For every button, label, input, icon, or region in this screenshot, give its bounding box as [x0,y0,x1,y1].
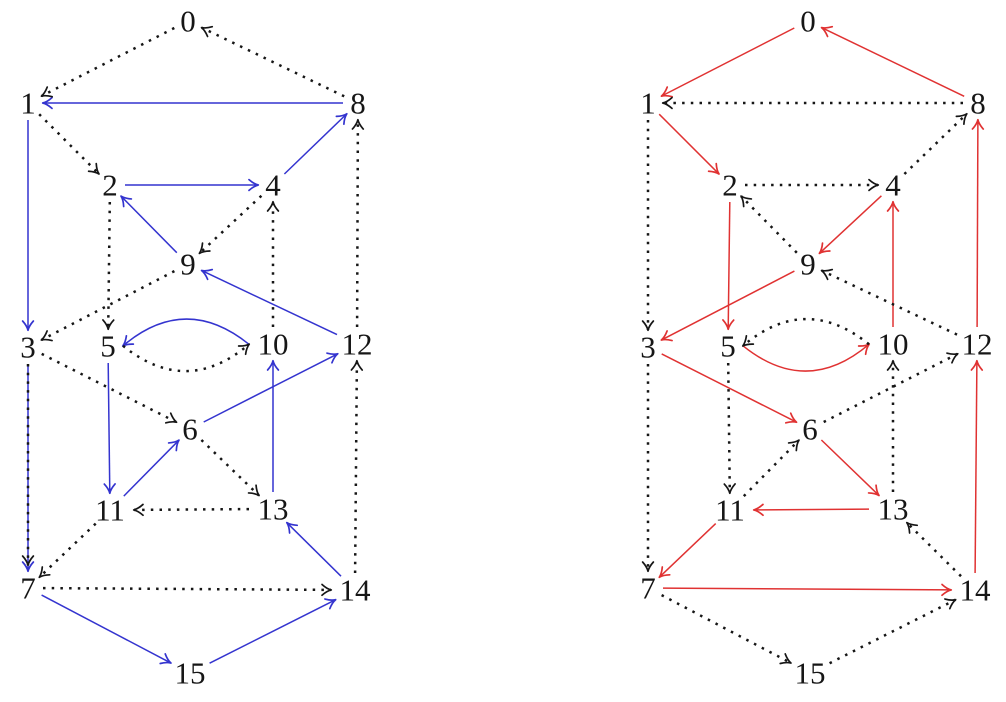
edge-9-3-solid [660,270,795,342]
node-9-right: 9 [800,247,816,282]
node-13-left: 13 [258,492,289,527]
node-2-left: 2 [102,168,118,203]
edge-11-6-solid [123,439,180,497]
edge-3-6-solid [661,353,798,424]
edge-11-7-dotted [38,522,97,579]
edge-10-5-dotted [741,317,870,347]
edge-0-1-dotted [40,26,175,98]
edge-10-5-solid [121,318,250,347]
node-6-left: 6 [182,412,198,447]
edge-15-14-solid [209,598,337,664]
node-3-left: 3 [20,330,36,365]
edge-7-14-solid [662,583,953,597]
edge-12-8-dotted [351,118,365,328]
edge-6-12-dotted [823,352,959,424]
edge-5-11-solid [103,362,116,495]
edge-4-8-dotted [903,112,968,175]
node-2-right: 2 [722,168,738,203]
node-8-left: 8 [350,86,366,121]
edge-5-11-dotted [723,362,736,495]
edge-14-13-dotted [905,521,962,578]
edge-6-12-solid [203,352,339,423]
edge-2-5-solid [722,201,735,331]
edge-9-2-dotted [740,195,798,254]
node-0-left: 0 [180,4,196,39]
edge-7-15-solid [41,594,172,665]
edge-13-11-solid [752,503,870,517]
node-14-left: 14 [340,573,372,608]
node-10-right: 10 [878,327,909,362]
edge-4-9-dotted [198,194,263,255]
edge-15-14-dotted [829,598,957,665]
node-14-right: 14 [960,573,992,608]
node-1-right: 1 [640,86,656,121]
edge-1-2-dotted [38,113,100,175]
edge-11-7-solid [658,523,717,579]
edge-0-1-solid [660,27,795,98]
edge-4-8-solid [283,112,348,175]
edge-5-10-solid [742,343,871,372]
edge-8-0-dotted [200,25,345,98]
node-15-right: 15 [795,656,826,691]
edge-9-2-solid [120,195,178,254]
node-1-left: 1 [20,86,36,121]
edge-12-9-dotted [820,268,958,336]
node-4-left: 4 [265,168,281,203]
edge-5-10-dotted [122,343,251,373]
node-5-left: 5 [100,329,116,364]
node-9-left: 9 [180,247,196,282]
edge-1-2-solid [658,113,720,175]
node-8-right: 8 [970,86,986,121]
edge-14-13-solid [285,521,342,577]
edge-14-12-dotted [350,359,364,574]
edge-7-15-dotted [661,593,792,665]
node-0-right: 0 [800,4,816,39]
node-5-right: 5 [720,329,736,364]
node-13-right: 13 [878,492,909,527]
edge-14-12-solid [970,359,984,574]
edge-8-0-solid [820,25,965,97]
edge-4-9-solid [818,195,882,255]
node-4-right: 4 [885,168,901,203]
node-12-left: 12 [342,327,373,362]
node-6-right: 6 [802,412,818,447]
edge-6-13-dotted [200,439,260,497]
edge-13-11-dotted [132,503,250,517]
edge-12-8-solid [971,118,985,328]
edge-11-6-dotted [742,439,800,497]
node-3-right: 3 [640,330,656,365]
node-11-left: 11 [95,493,125,528]
node-7-left: 7 [20,571,36,606]
node-12-right: 12 [962,327,993,362]
edge-7-14-dotted [42,583,333,597]
node-10-left: 10 [258,327,289,362]
edge-2-5-dotted [102,201,115,331]
edge-12-9-solid [200,268,338,336]
node-7-right: 7 [640,571,656,606]
edge-6-13-solid [820,439,880,497]
node-11-right: 11 [715,493,745,528]
node-15-left: 15 [175,656,206,691]
